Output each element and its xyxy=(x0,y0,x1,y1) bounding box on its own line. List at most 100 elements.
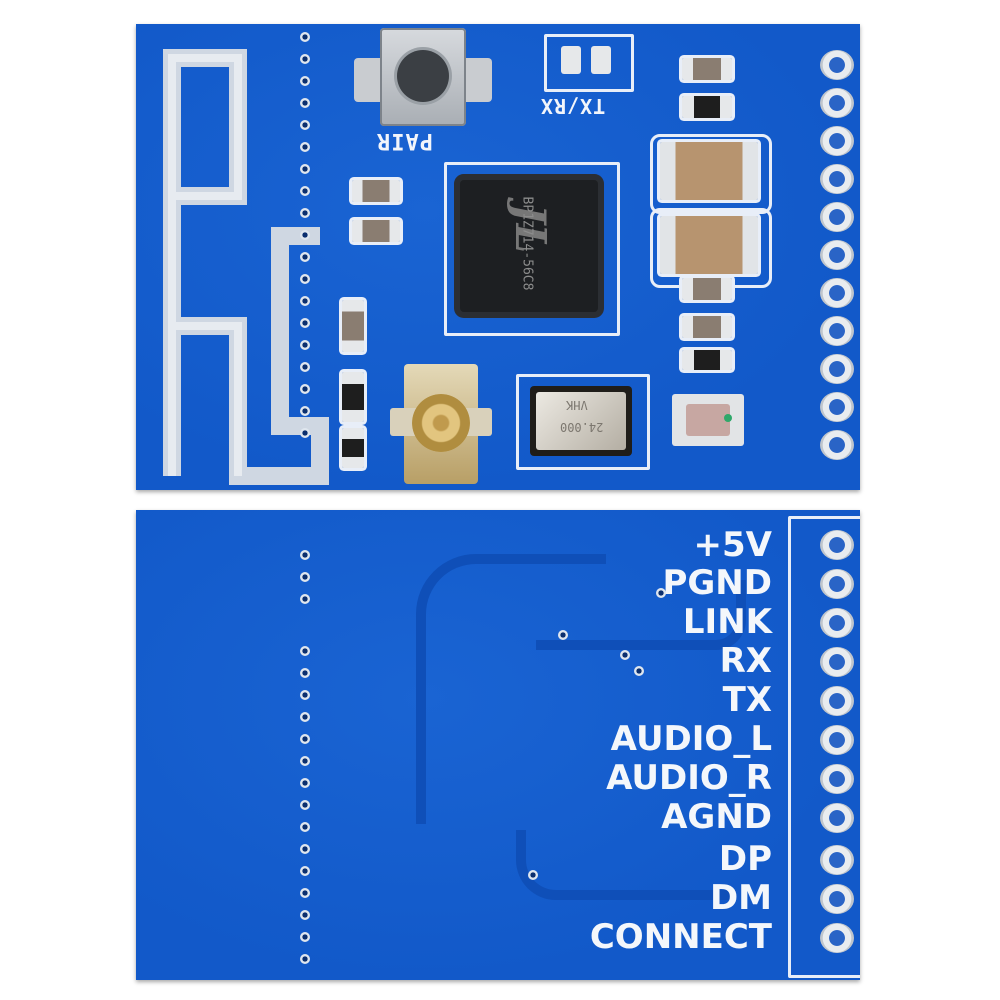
via xyxy=(300,550,310,560)
chip-outline xyxy=(444,162,620,336)
via xyxy=(300,252,310,262)
castellated-pad xyxy=(820,647,854,677)
smd-resistor xyxy=(342,300,364,352)
txrx-pad xyxy=(561,46,581,74)
via xyxy=(300,734,310,744)
via xyxy=(300,572,310,582)
via xyxy=(300,822,310,832)
castellated-pad xyxy=(820,608,854,638)
castellated-pad xyxy=(820,240,854,270)
pin-label-dp: DP xyxy=(718,839,772,879)
castellated-pad xyxy=(820,686,854,716)
via xyxy=(300,340,310,350)
via xyxy=(300,428,310,438)
copper-trace xyxy=(516,830,736,900)
via xyxy=(300,800,310,810)
pin-label-audio-r: AUDIO_R xyxy=(606,758,772,798)
pin-label-dm: DM xyxy=(709,878,772,918)
pin-label-connect: CONNECT xyxy=(589,917,772,957)
castellated-pad xyxy=(820,88,854,118)
status-led xyxy=(672,394,744,446)
via xyxy=(300,120,310,130)
via xyxy=(300,274,310,284)
via xyxy=(300,910,310,920)
via xyxy=(300,712,310,722)
pin-header-outline xyxy=(788,516,860,978)
smd-capacitor xyxy=(352,180,400,202)
castellated-pad xyxy=(820,50,854,80)
via xyxy=(300,318,310,328)
pcb-bottom-side: +5V PGND LINK RX TX AUDIO_L AUDIO_R AGND… xyxy=(136,510,860,980)
via xyxy=(620,650,630,660)
pin-label-pgnd: PGND xyxy=(662,563,772,603)
smd-capacitor xyxy=(352,220,400,242)
via-column xyxy=(300,550,312,964)
smd-resistor xyxy=(682,96,732,118)
castellated-pad xyxy=(820,884,854,914)
capacitor-outline xyxy=(650,134,772,214)
smd-resistor xyxy=(342,428,364,468)
copper-trace xyxy=(536,580,746,650)
crystal-marking: VHK xyxy=(566,398,588,412)
castellated-pad xyxy=(820,725,854,755)
castellated-pad xyxy=(820,845,854,875)
via xyxy=(300,690,310,700)
pair-button xyxy=(354,28,492,126)
via xyxy=(300,186,310,196)
txrx-pad xyxy=(591,46,611,74)
via xyxy=(300,76,310,86)
via xyxy=(300,230,310,240)
smd-capacitor xyxy=(682,58,732,80)
copper-trace xyxy=(416,554,606,824)
castellated-pad xyxy=(820,764,854,794)
castellated-pad xyxy=(820,164,854,194)
via xyxy=(300,866,310,876)
via xyxy=(300,208,310,218)
txrx-label: TX/RX xyxy=(540,94,606,118)
bluetooth-chip: JL BP1Z714-56C8 xyxy=(460,180,598,312)
ufl-antenna-connector xyxy=(390,364,492,484)
castellated-pad xyxy=(820,530,854,560)
castellated-pad xyxy=(820,392,854,422)
via xyxy=(300,932,310,942)
crystal-oscillator: VHK 24.000 xyxy=(530,386,632,456)
antenna-via-column xyxy=(300,32,312,452)
chip-part-number: BP1Z714-56C8 xyxy=(519,196,535,291)
pcb-antenna-trace xyxy=(163,49,329,485)
via xyxy=(300,384,310,394)
via xyxy=(300,888,310,898)
large-capacitor xyxy=(660,142,758,200)
via xyxy=(300,164,310,174)
castellated-pad xyxy=(820,126,854,156)
via xyxy=(300,98,310,108)
castellated-pad xyxy=(820,316,854,346)
pin-label-tx: TX xyxy=(722,680,772,720)
via xyxy=(300,594,310,604)
pin-label-5v: +5V xyxy=(693,525,772,565)
pin-label-agnd: AGND xyxy=(661,797,772,837)
pin-label-rx: RX xyxy=(719,641,772,681)
pair-label: PAIR xyxy=(376,128,433,153)
smd-resistor xyxy=(682,350,732,370)
smd-capacitor xyxy=(682,316,732,338)
via xyxy=(656,588,666,598)
via xyxy=(300,54,310,64)
castellated-pad xyxy=(820,430,854,460)
crystal-frequency: 24.000 xyxy=(560,420,604,434)
smd-capacitor xyxy=(682,278,732,300)
pin-label-audio-l: AUDIO_L xyxy=(610,719,772,759)
via xyxy=(300,668,310,678)
via xyxy=(300,32,310,42)
crystal-outline xyxy=(516,374,650,470)
castellated-pad xyxy=(820,569,854,599)
castellated-pad xyxy=(820,923,854,953)
txrx-header-outline xyxy=(544,34,634,92)
via xyxy=(300,954,310,964)
via xyxy=(300,142,310,152)
via xyxy=(300,646,310,656)
via xyxy=(528,870,538,880)
via xyxy=(300,362,310,372)
smd-resistor xyxy=(342,372,364,422)
pin-label-link: LINK xyxy=(682,602,772,642)
via xyxy=(300,756,310,766)
